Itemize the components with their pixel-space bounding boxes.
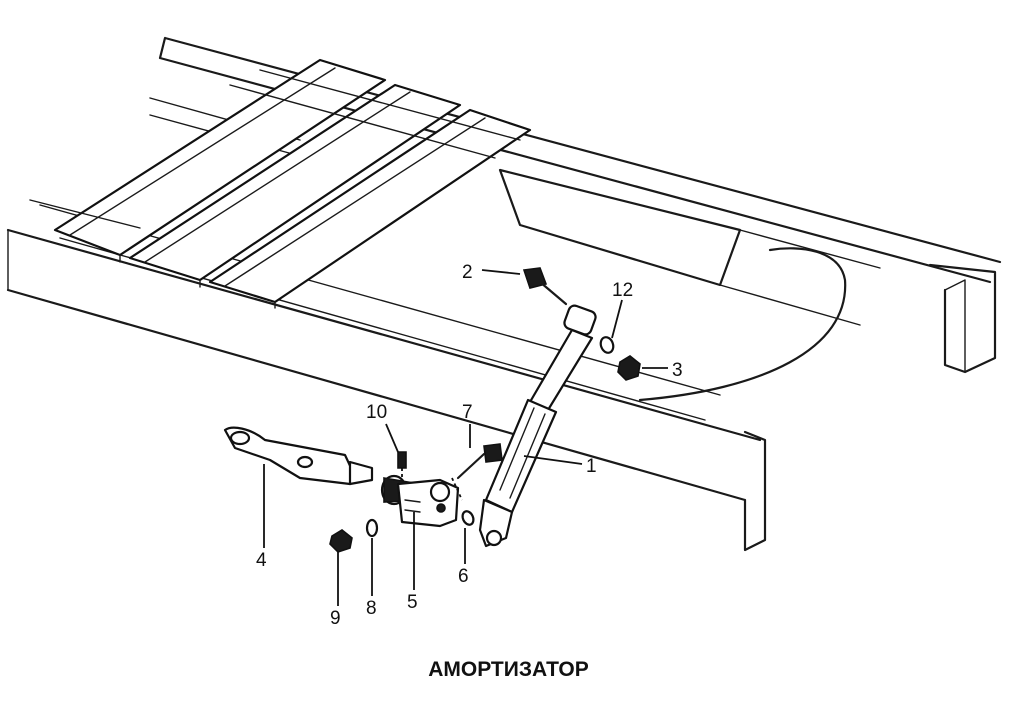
callout-5: 5: [407, 592, 418, 613]
lever-4: [223, 426, 374, 486]
callout-4: 4: [256, 550, 267, 571]
callout-9: 9: [330, 608, 341, 629]
washer-12: [599, 336, 615, 354]
washer-8: [365, 518, 379, 538]
callout-3: 3: [672, 360, 683, 381]
deck-planks: [53, 58, 532, 309]
callout-12: 12: [612, 280, 633, 301]
callout-6: 6: [458, 566, 469, 587]
nut-9: [329, 529, 353, 553]
shock-absorber: [478, 304, 597, 548]
callouts: 1 2 3 4 5 6 7 8 9 10 12: [256, 262, 683, 629]
ring-6: [461, 510, 475, 526]
callout-1: 1: [586, 456, 597, 477]
diagram-caption: АМОРТИЗАТОР: [428, 658, 589, 681]
callout-8: 8: [366, 598, 377, 619]
bolt-2: [522, 267, 568, 306]
callout-10: 10: [366, 402, 387, 423]
bolt-7: [456, 443, 503, 480]
clevis-5: [396, 478, 460, 528]
callout-2: 2: [462, 262, 473, 283]
bolt-10: [397, 451, 407, 480]
vehicle-frame: [6, 36, 1002, 552]
callout-7: 7: [462, 402, 473, 423]
nut-3: [617, 355, 641, 381]
